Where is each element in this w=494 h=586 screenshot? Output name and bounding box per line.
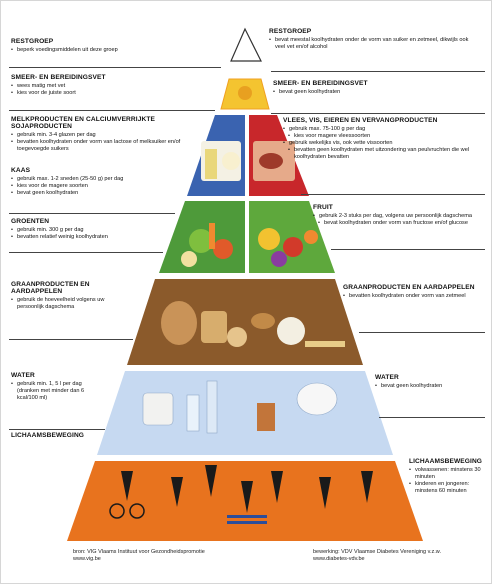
note-item: bevat geen koolhydraten [11, 190, 181, 197]
note-left-beweging: LICHAAMSBEWEGING [11, 432, 111, 441]
note-heading: VLEES, VIS, EIEREN EN VERVANGPRODUCTEN [283, 117, 438, 124]
note-left-graan: GRAANPRODUCTEN EN AARDAPPELEN gebruik de… [11, 281, 129, 311]
note-item: beperk voedingsmiddelen uit deze groep [11, 47, 211, 54]
adapted-url: www.diabetes-vdv.be [313, 556, 365, 562]
water-icon [142, 380, 338, 434]
fruit-icon [258, 228, 318, 267]
note-right-beweging: LICHAAMSBEWEGING volwassenen: minstens 3… [409, 458, 487, 495]
note-heading: KAAS [11, 167, 31, 174]
note-heading: GRAANPRODUCTEN EN AARDAPPELEN [343, 284, 475, 291]
tier-graan [127, 279, 363, 365]
note-heading: MELKPRODUCTEN EN CALCIUMVERRIJKTE SOJAPR… [11, 116, 155, 130]
note-heading: GRAANPRODUCTEN EN AARDAPPELEN [11, 281, 90, 295]
note-item: gebruik max. 1-2 sneden (25-50 g) per da… [11, 176, 181, 183]
note-heading: LICHAAMSBEWEGING [11, 432, 85, 439]
note-item: bevatten koolhydraten onder vorm van lac… [11, 139, 189, 153]
tier-restgroep [230, 27, 262, 62]
note-item: bevat meestal koolhydraten onder de vorm… [269, 37, 479, 51]
note-item: gebruik max. 75-100 g per dag [283, 126, 481, 133]
divider [271, 71, 485, 72]
note-item: kinderen en jongeren: minstens 60 minute… [409, 481, 487, 495]
divider [331, 249, 485, 250]
note-right-restgroep: RESTGROEP bevat meestal koolhydraten ond… [269, 28, 479, 51]
note-item: kies voor de juiste soort [11, 90, 211, 97]
note-item: gebruik wekelijks vis, ook vette vissoor… [283, 140, 481, 147]
exercise-figures-icon [109, 465, 373, 524]
note-left-water: WATER gebruik min. 1, 5 l per dag (drank… [11, 372, 103, 402]
divider [9, 110, 215, 111]
note-heading: RESTGROEP [269, 28, 312, 35]
footer-source: bron: VIG Vlaams Instituut voor Gezondhe… [73, 549, 253, 563]
note-item: bevatten geen koolhydraten met uitzonder… [283, 147, 481, 161]
vegetables-icon [181, 223, 233, 267]
note-heading: LICHAAMSBEWEGING [409, 458, 483, 465]
note-left-kaas: KAAS gebruik max. 1-2 sneden (25-50 g) p… [11, 167, 181, 197]
bread-icon [161, 301, 345, 347]
note-left-vet: SMEER- EN BEREIDINGSVET wees matig met v… [11, 74, 211, 97]
note-right-vlees: VLEES, VIS, EIEREN EN VERVANGPRODUCTEN g… [283, 117, 481, 161]
divider [271, 113, 485, 114]
divider [9, 213, 175, 214]
note-item: gebruik min. 3-4 glazen per dag [11, 132, 189, 139]
note-heading: RESTGROEP [11, 38, 54, 45]
note-item: gebruik 2-3 stuks per dag, volgens uw pe… [313, 213, 481, 220]
note-item: gebruik de hoeveelheid volgens uw persoo… [11, 297, 129, 311]
note-item: bevat geen koolhydraten [273, 89, 479, 96]
source-url: www.vig.be [73, 556, 101, 562]
divider [9, 429, 105, 430]
note-item: wees matig met vet [11, 83, 211, 90]
divider [359, 332, 485, 333]
note-heading: SMEER- EN BEREIDINGSVET [273, 80, 368, 87]
note-right-water: WATER bevat geen koolhydraten [375, 374, 483, 390]
divider [9, 339, 133, 340]
footer-adapted: bewerking: VDV Vlaamse Diabetes Verenigi… [313, 549, 485, 563]
note-left-melk: MELKPRODUCTEN EN CALCIUMVERRIJKTE SOJAPR… [11, 116, 189, 153]
note-left-restgroep: RESTGROEP beperk voedingsmiddelen uit de… [11, 38, 211, 54]
note-heading: GROENTEN [11, 218, 50, 225]
tier-water [97, 371, 393, 455]
note-item: bevat geen koolhydraten [375, 383, 483, 390]
note-item: kies voor magere vleessoorten [283, 133, 481, 140]
note-heading: SMEER- EN BEREIDINGSVET [11, 74, 106, 81]
divider [9, 252, 163, 253]
divider [9, 67, 221, 68]
note-item: volwassenen: minstens 30 minuten [409, 467, 487, 481]
note-item: gebruik min. 1, 5 l per dag (dranken met… [11, 381, 103, 402]
adapted-text: bewerking: VDV Vlaamse Diabetes Verenigi… [313, 549, 441, 555]
note-right-fruit: FRUIT gebruik 2-3 stuks per dag, volgens… [313, 204, 481, 227]
note-right-graan: GRAANPRODUCTEN EN AARDAPPELEN bevatten k… [343, 284, 483, 300]
note-item: bevatten koolhydraten onder vorm van zet… [343, 293, 483, 300]
divider [379, 417, 485, 418]
note-heading: FRUIT [313, 204, 333, 211]
note-right-vet: SMEER- EN BEREIDINGSVET bevat geen koolh… [273, 80, 479, 96]
note-item: bevat koolhydraten onder vorm van fructo… [313, 220, 481, 227]
note-item: bevatten relatief weinig koolhydraten [11, 234, 161, 241]
oil-bottle-icon [238, 86, 252, 100]
source-text: bron: VIG Vlaams Instituut voor Gezondhe… [73, 549, 205, 555]
divider [301, 194, 485, 195]
note-heading: WATER [11, 372, 35, 379]
note-item: gebruik min. 300 g per dag [11, 227, 161, 234]
note-item: kies voor de magere soorten [11, 183, 181, 190]
note-heading: WATER [375, 374, 399, 381]
note-left-groenten: GROENTEN gebruik min. 300 g per dag beva… [11, 218, 161, 241]
